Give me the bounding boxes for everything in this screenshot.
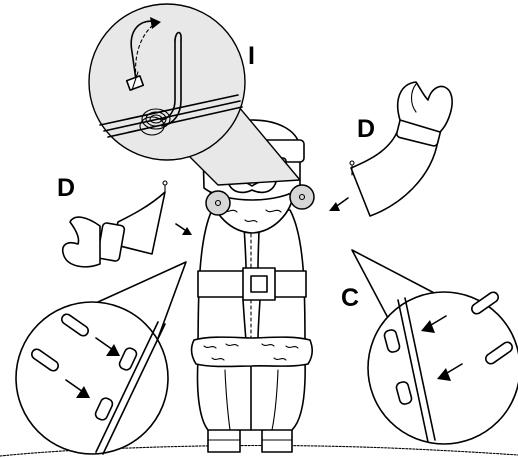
arrow-left-to-body (175, 223, 192, 235)
left-mitten (62, 216, 126, 268)
callout-i-circle (88, 3, 246, 161)
callout-right-circle (367, 291, 518, 445)
callout-i (88, 3, 301, 186)
santa-figure (190, 119, 315, 453)
left-shoulder-connector (205, 190, 231, 216)
right-arm-sleeve (349, 115, 442, 217)
label-d-right: D (357, 115, 375, 143)
callout-right (351, 249, 518, 445)
callout-left-circle (15, 301, 169, 455)
label-d-left: D (57, 174, 75, 202)
right-shoulder-connector (289, 184, 315, 210)
arrow-right-to-body (329, 197, 349, 211)
right-mitten (396, 81, 453, 133)
label-i: I (248, 42, 255, 70)
callout-left (15, 261, 187, 455)
label-c: C (341, 284, 359, 312)
coat-fur-trim (190, 336, 313, 368)
